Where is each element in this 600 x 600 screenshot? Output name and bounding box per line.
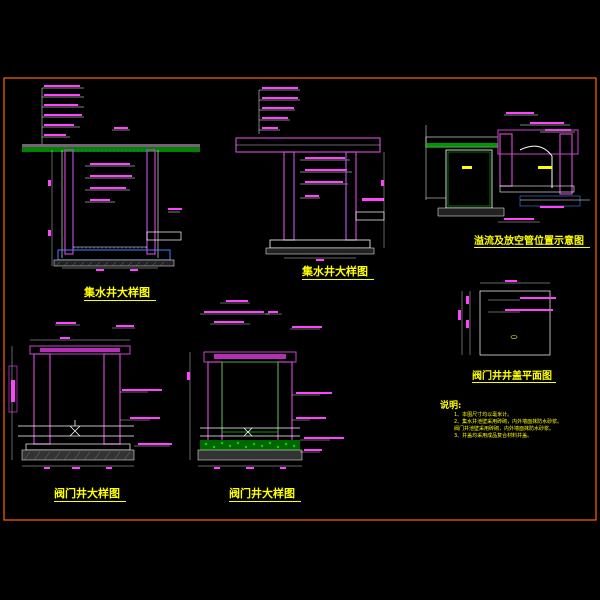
- title-overflow-underline: [474, 247, 590, 248]
- overflow-detail: [425, 112, 590, 223]
- note-line: 阀门井池壁采用砖砌，内外墙面抹防水砂浆。: [454, 426, 555, 432]
- title-valve-plan-underline: [472, 382, 556, 383]
- title-sump-b: 集水井大样图: [302, 265, 368, 278]
- title-valve-a-underline: [54, 501, 126, 502]
- title-sump-a-underline: [84, 300, 156, 301]
- valve-cover-plan: [458, 280, 556, 356]
- note-line: 2、集水井池壁采用砖砌，内外墙面抹防水砂浆。: [454, 419, 563, 425]
- title-valve-plan: 阀门井井盖平面图: [472, 371, 552, 382]
- note-line: 3、井盖均采用成品复合材料井盖。: [454, 433, 533, 439]
- sump-detail-a: [22, 85, 200, 271]
- title-valve-a: 阀门井大样图: [54, 487, 120, 500]
- note-line: 1、本图尺寸均以毫米计。: [454, 412, 513, 418]
- sump-detail-b: [235, 87, 385, 261]
- title-sump-a: 集水井大样图: [84, 286, 150, 299]
- notes-block: 说明: 1、本图尺寸均以毫米计。 2、集水井池壁采用砖砌，内外墙面抹防水砂浆。 …: [440, 400, 562, 440]
- title-valve-b-underline: [229, 501, 301, 502]
- valve-detail-b: [187, 300, 344, 469]
- title-overflow: 溢流及放空管位置示意图: [474, 236, 584, 247]
- notes-heading: 说明:: [440, 401, 462, 411]
- sheet-border: [3, 77, 597, 521]
- title-valve-b: 阀门井大样图: [229, 487, 295, 500]
- valve-detail-a: [8, 322, 172, 469]
- title-sump-b-underline: [302, 279, 374, 280]
